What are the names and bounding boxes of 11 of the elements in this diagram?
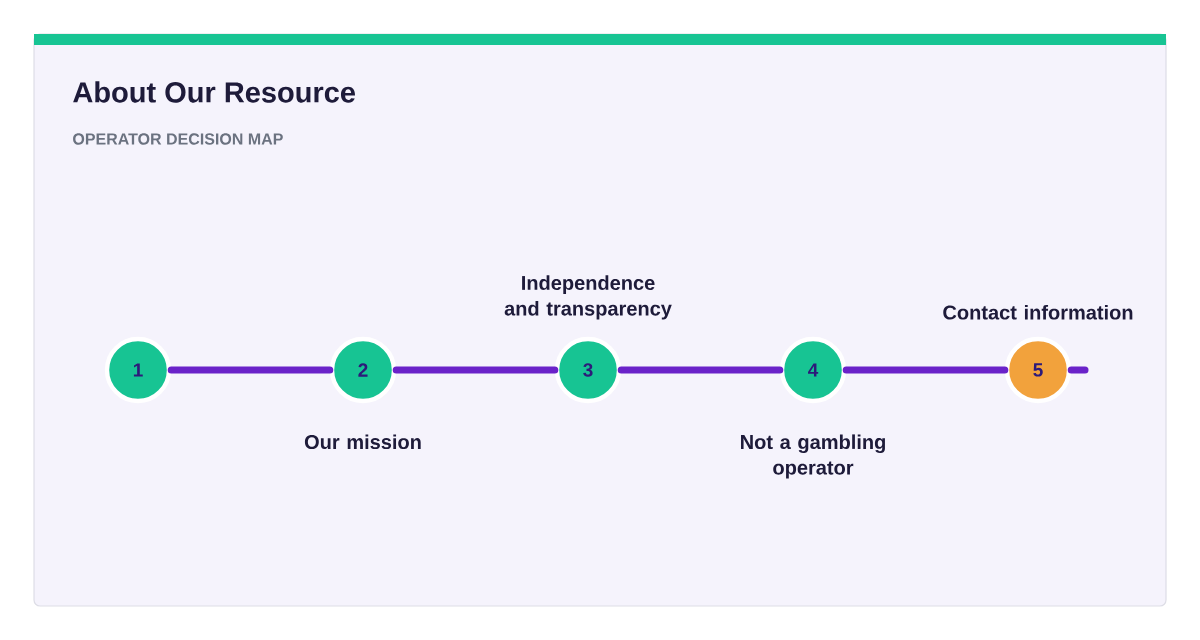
step-label: Independence and transparency: [504, 275, 672, 320]
timeline-line: [1067, 366, 1089, 374]
timeline-line: [842, 366, 1009, 374]
timeline-line: [392, 366, 559, 374]
title: About Our Resource: [73, 81, 355, 103]
timeline-line: [617, 366, 784, 374]
subtitle: OPERATOR DECISION MAP: [73, 133, 283, 145]
timeline-line: [167, 366, 334, 374]
step-label: Our mission: [304, 434, 421, 450]
step-label: Not a gambling operator: [741, 434, 885, 479]
step-label: Contact information: [943, 304, 1133, 320]
